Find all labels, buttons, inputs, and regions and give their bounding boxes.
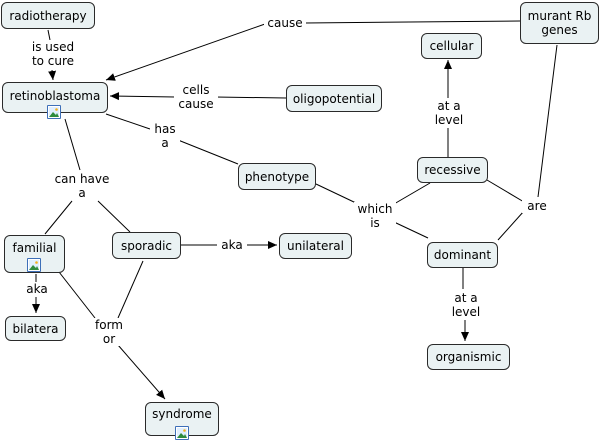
image-icon[interactable] [27,258,41,272]
node-familial-label: familial [12,241,57,255]
node-murant-rb-genes-label: murant Rb genes [527,9,592,37]
link-at-a-level-organismic: at a level [447,291,485,319]
edge-retino-hasa [105,113,151,130]
node-sporadic[interactable]: sporadic [112,232,181,259]
node-unilateral-label: unilateral [287,239,344,253]
link-aka-bilatera: aka [21,282,53,296]
edge-phenotype-whichis [315,183,357,204]
node-cellular[interactable]: cellular [421,33,482,59]
node-bilatera-label: bilatera [12,321,59,336]
node-recessive-label: recessive [424,163,481,177]
edge-whichis-dominant [393,221,429,239]
image-icon[interactable] [175,426,189,440]
link-cause: cause [264,16,306,30]
link-are: are [522,199,552,213]
node-radiotherapy-label: radiotherapy [9,8,87,23]
edge-retino-canhave [64,118,81,171]
node-phenotype-label: phenotype [244,169,310,184]
node-retinoblastoma-label: retinoblastoma [9,89,101,103]
edge-formor-syndrome [117,344,166,400]
link-is-used-to-cure: is used to cure [28,40,78,68]
node-murant-rb-genes[interactable]: murant Rb genes [520,2,599,44]
node-familial[interactable]: familial [4,235,65,273]
link-at-a-level-cellular: at a level [430,99,468,127]
node-organismic[interactable]: organismic [427,344,510,370]
edge-sporadic-formor [117,260,144,319]
edge-murant-cause [304,20,521,24]
node-unilateral[interactable]: unilateral [279,233,352,259]
node-oligopotential-label: oligopotential [292,91,376,106]
node-dominant[interactable]: dominant [427,242,498,268]
edge-are-dominant [497,210,525,241]
edge-radiotherapy-label [47,29,51,41]
node-radiotherapy[interactable]: radiotherapy [1,2,95,29]
node-syndrome-label: syndrome [152,407,212,421]
edge-label-retinoblastoma2 [109,92,176,101]
link-cells-cause: cells cause [174,83,218,111]
node-recessive[interactable]: recessive [417,157,488,183]
edge-hasa-phenotype [177,139,239,165]
link-aka-unilateral: aka [217,238,247,252]
edge-whichis-recessive [393,182,431,205]
edge-murant-are [537,44,558,198]
edge-are-recessive [486,179,525,203]
edge-oligo-label [214,96,287,99]
edge-cause-retinoblastoma [105,23,266,81]
link-can-have-a: can have a [52,172,112,200]
node-cellular-label: cellular [429,39,474,53]
node-organismic-label: organismic [435,350,502,364]
node-oligopotential[interactable]: oligopotential [286,85,382,112]
node-phenotype[interactable]: phenotype [238,163,316,190]
link-form-or: form or [90,318,128,346]
node-dominant-label: dominant [433,248,492,262]
edge-label-retinoblastoma [48,69,57,81]
node-sporadic-label: sporadic [120,238,173,253]
image-icon[interactable] [47,105,61,119]
node-bilatera[interactable]: bilatera [5,316,66,341]
link-has-a: has a [150,122,180,150]
edge-canhave-sporadic [97,200,131,233]
edge-canhave-familial [44,200,73,235]
link-which-is: which is [354,202,396,230]
